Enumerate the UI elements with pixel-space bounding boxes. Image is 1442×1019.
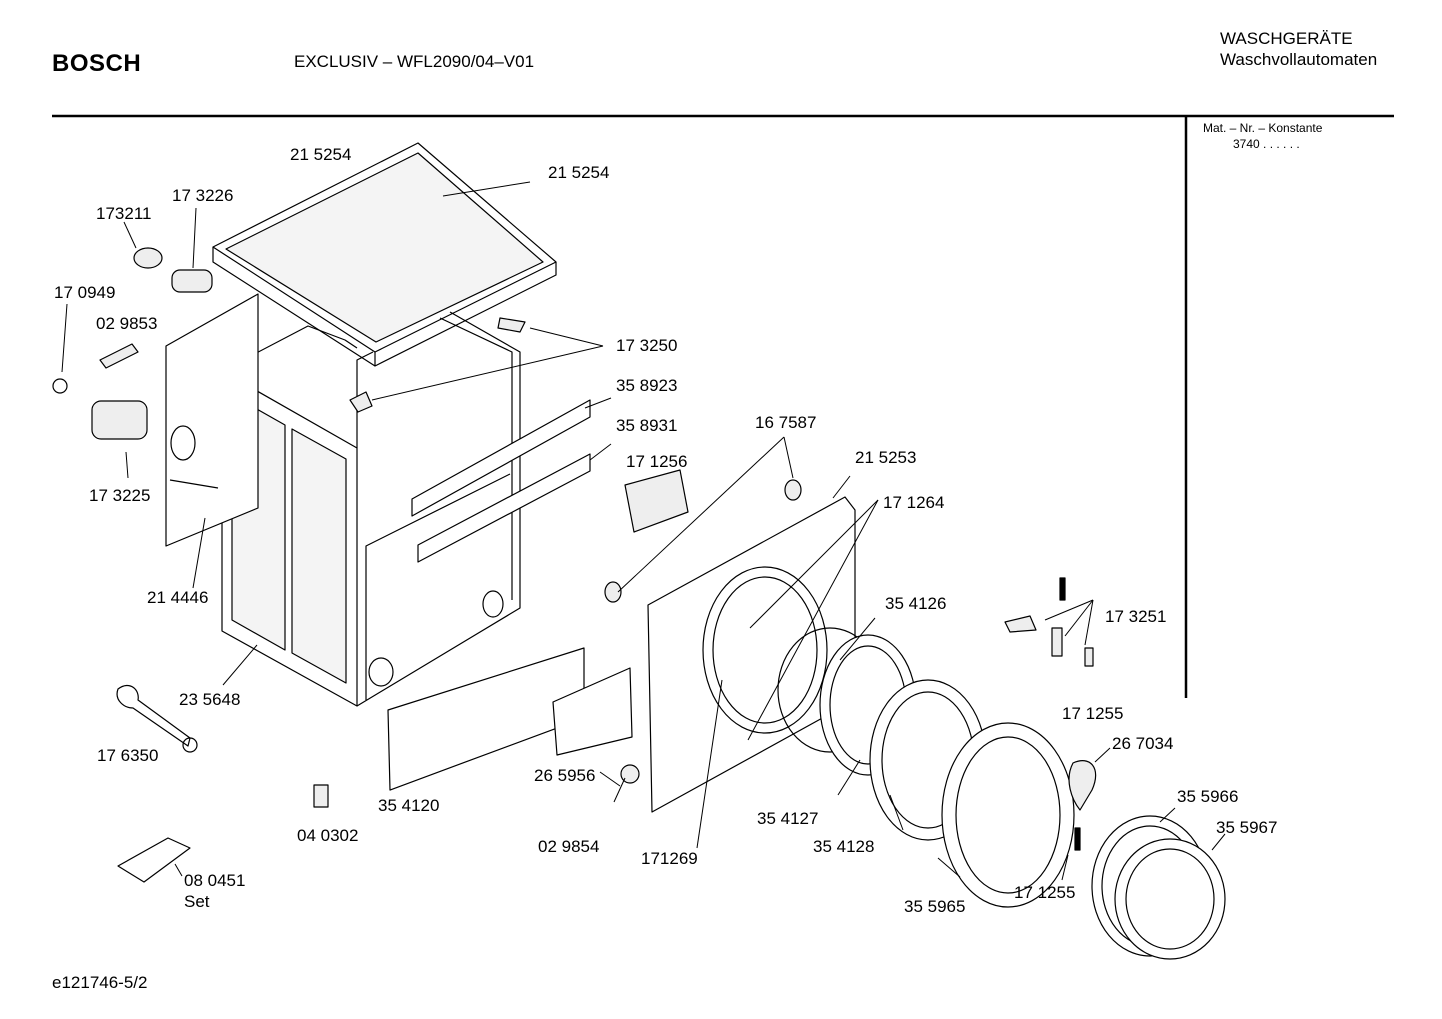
part-label: 35 4120 bbox=[378, 796, 440, 815]
part-label: 35 5967 bbox=[1216, 818, 1278, 837]
part-label: 04 0302 bbox=[297, 826, 359, 845]
part-label: 26 5956 bbox=[534, 766, 596, 785]
part-label: 35 5966 bbox=[1177, 787, 1239, 806]
part-label: 17 6350 bbox=[97, 746, 159, 765]
model-title: EXCLUSIV – WFL2090/04–V01 bbox=[294, 52, 535, 71]
drawing-reference: e121746-5/2 bbox=[52, 973, 148, 992]
front-panel bbox=[647, 496, 856, 813]
cabinet-body bbox=[221, 311, 521, 707]
category-title: WASCHGERÄTE bbox=[1220, 29, 1353, 48]
part-label: Set bbox=[184, 892, 210, 911]
part-label: 21 5254 bbox=[290, 145, 352, 164]
brand-logo: BOSCH bbox=[52, 50, 142, 77]
part-label: 02 9854 bbox=[538, 837, 600, 856]
part-label: 17 3226 bbox=[172, 186, 234, 205]
part-label: 35 4126 bbox=[885, 594, 947, 613]
part-label: 17 3250 bbox=[616, 336, 678, 355]
top-cover bbox=[212, 142, 557, 367]
part-label: 26 7034 bbox=[1112, 734, 1174, 753]
part-label: 35 4127 bbox=[757, 809, 819, 828]
part-label: 21 5254 bbox=[548, 163, 610, 182]
part-label: 17 3251 bbox=[1105, 607, 1167, 626]
door-rings bbox=[777, 627, 1226, 960]
rear-panel bbox=[165, 293, 259, 547]
material-constant-value: 3740 . . . . . . bbox=[1233, 137, 1300, 151]
part-label: 17 0949 bbox=[54, 283, 116, 302]
part-label: 35 8923 bbox=[616, 376, 678, 395]
part-label: 02 9853 bbox=[96, 314, 158, 333]
part-label: 35 4128 bbox=[813, 837, 875, 856]
part-label: 17 1256 bbox=[626, 452, 688, 471]
category-subtitle: Waschvollautomaten bbox=[1220, 50, 1378, 69]
part-label: 35 8931 bbox=[616, 416, 678, 435]
part-label: 17 1255 bbox=[1062, 704, 1124, 723]
part-label: 21 4446 bbox=[147, 588, 209, 607]
small-parts bbox=[52, 247, 802, 883]
part-label: 16 7587 bbox=[755, 413, 817, 432]
cross-struts bbox=[411, 399, 591, 563]
part-label: 171269 bbox=[641, 849, 698, 868]
hinge-parts bbox=[1004, 577, 1097, 851]
leader-lines bbox=[61, 181, 1226, 881]
part-label: 17 1255 bbox=[1014, 883, 1076, 902]
part-label: 17 1264 bbox=[883, 493, 945, 512]
part-label: 23 5648 bbox=[179, 690, 241, 709]
part-label: 173211 bbox=[96, 204, 152, 223]
part-label: 08 0451 bbox=[184, 871, 246, 890]
part-label: 21 5253 bbox=[855, 448, 917, 467]
part-label: 17 3225 bbox=[89, 486, 151, 505]
part-label: 35 5965 bbox=[904, 897, 966, 916]
material-constant-label: Mat. – Nr. – Konstante bbox=[1203, 121, 1323, 135]
